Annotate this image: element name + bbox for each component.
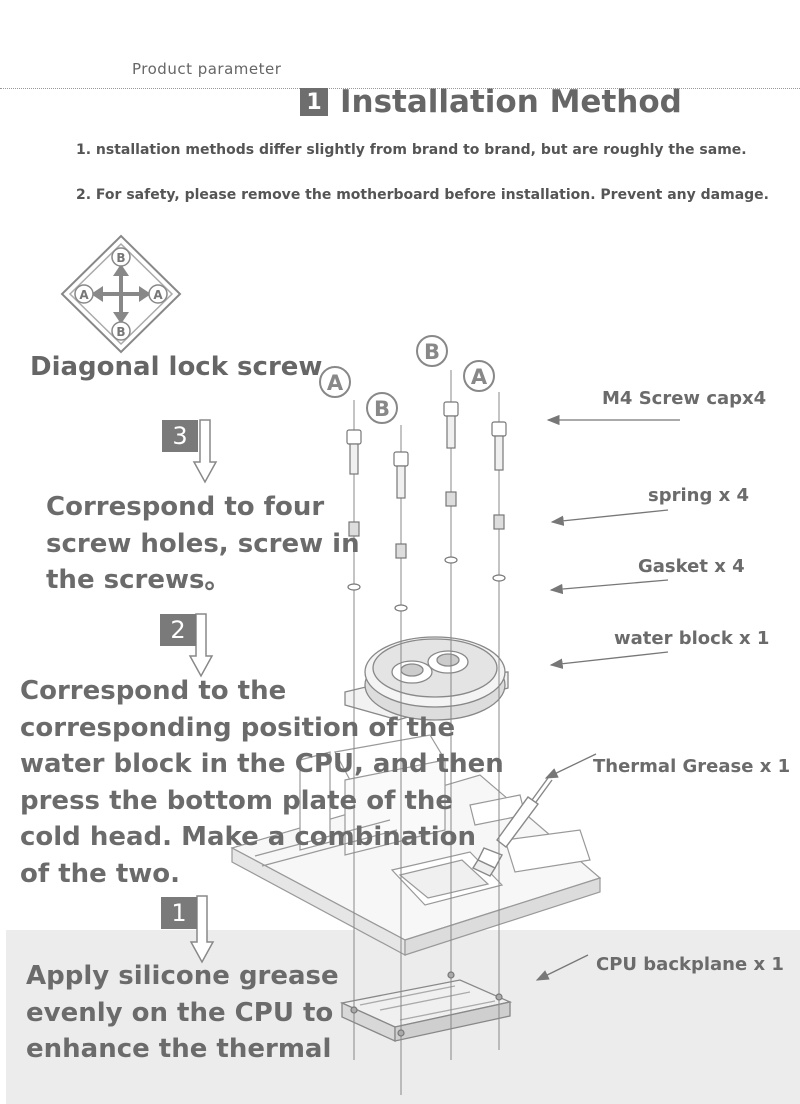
step-2-line-5: cold head. Make a combination [20,822,477,852]
part-label-cpu-backplane: CPU backplane x 1 [596,954,784,975]
diagonal-lock-label: Diagonal lock screw [30,352,323,382]
water-block-illustration [344,636,509,721]
screw-marker-b-1: B [374,397,390,421]
step-1-line-3: enhance the thermal [26,1034,332,1064]
step-2-line-1: Correspond to the [20,676,287,706]
screw-marker-b-2: B [424,340,440,364]
part-label-screw-cap: M4 Screw capx4 [602,388,767,409]
lock-marker-b-bottom: B [116,325,125,339]
step-1-badge: 1 [161,897,197,929]
header-label: Product parameter [132,60,282,78]
step-1-line-1: Apply silicone grease [26,961,339,991]
step-2-line-4: press the bottom plate of the [20,785,454,816]
step-3-line-2: screw holes, screw in [46,528,360,559]
step-2-badge: 2 [160,614,196,646]
page-title: 1 Installation Method [300,84,682,120]
cpu-backplane-illustration [339,979,513,1043]
title-number-badge: 1 [300,88,328,116]
step-2-text: Correspond to the corresponding position… [20,673,504,892]
part-label-water-block: water block x 1 [614,628,770,649]
step-3-badge: 3 [162,420,198,452]
screw-markers: A B B A [319,335,495,424]
thermal-grease-syringe [471,777,553,877]
note-2: 2. For safety, please remove the motherb… [76,187,769,203]
step-1-line-2: evenly on the CPU to [26,997,334,1028]
step-3-line-1: Correspond to four [46,492,325,522]
note-1: 1. nstallation methods differ slightly f… [76,142,747,158]
header-divider [0,88,800,89]
step-arrow-icon [188,419,218,964]
step-2-line-3: water block in the CPU, and then [20,749,504,779]
lock-marker-a-left: A [79,288,89,302]
part-label-spring: spring x 4 [648,485,750,506]
lock-marker-a-right: A [153,288,163,302]
lock-marker-b-top: B [116,251,125,265]
diagonal-lock-icon: B B A A [60,234,182,354]
step-3-text: Correspond to four screw holes, screw in… [46,489,360,599]
step-3-line-3: the screws。 [46,565,231,595]
title-text: Installation Method [340,84,682,120]
step-2-line-6: of the two. [20,858,181,889]
callout-arrows [535,414,680,981]
part-label-thermal-grease: Thermal Grease x 1 [593,756,791,777]
part-label-gasket: Gasket x 4 [638,556,745,577]
step-1-text: Apply silicone grease evenly on the CPU … [26,958,339,1068]
motherboard-illustration [230,734,602,957]
screw-marker-a-2: A [471,365,488,389]
screw-stack [346,401,507,1037]
screw-marker-a-1: A [327,371,344,395]
screw-guide-lines [353,370,500,1095]
step-2-line-2: corresponding position of the [20,712,456,743]
